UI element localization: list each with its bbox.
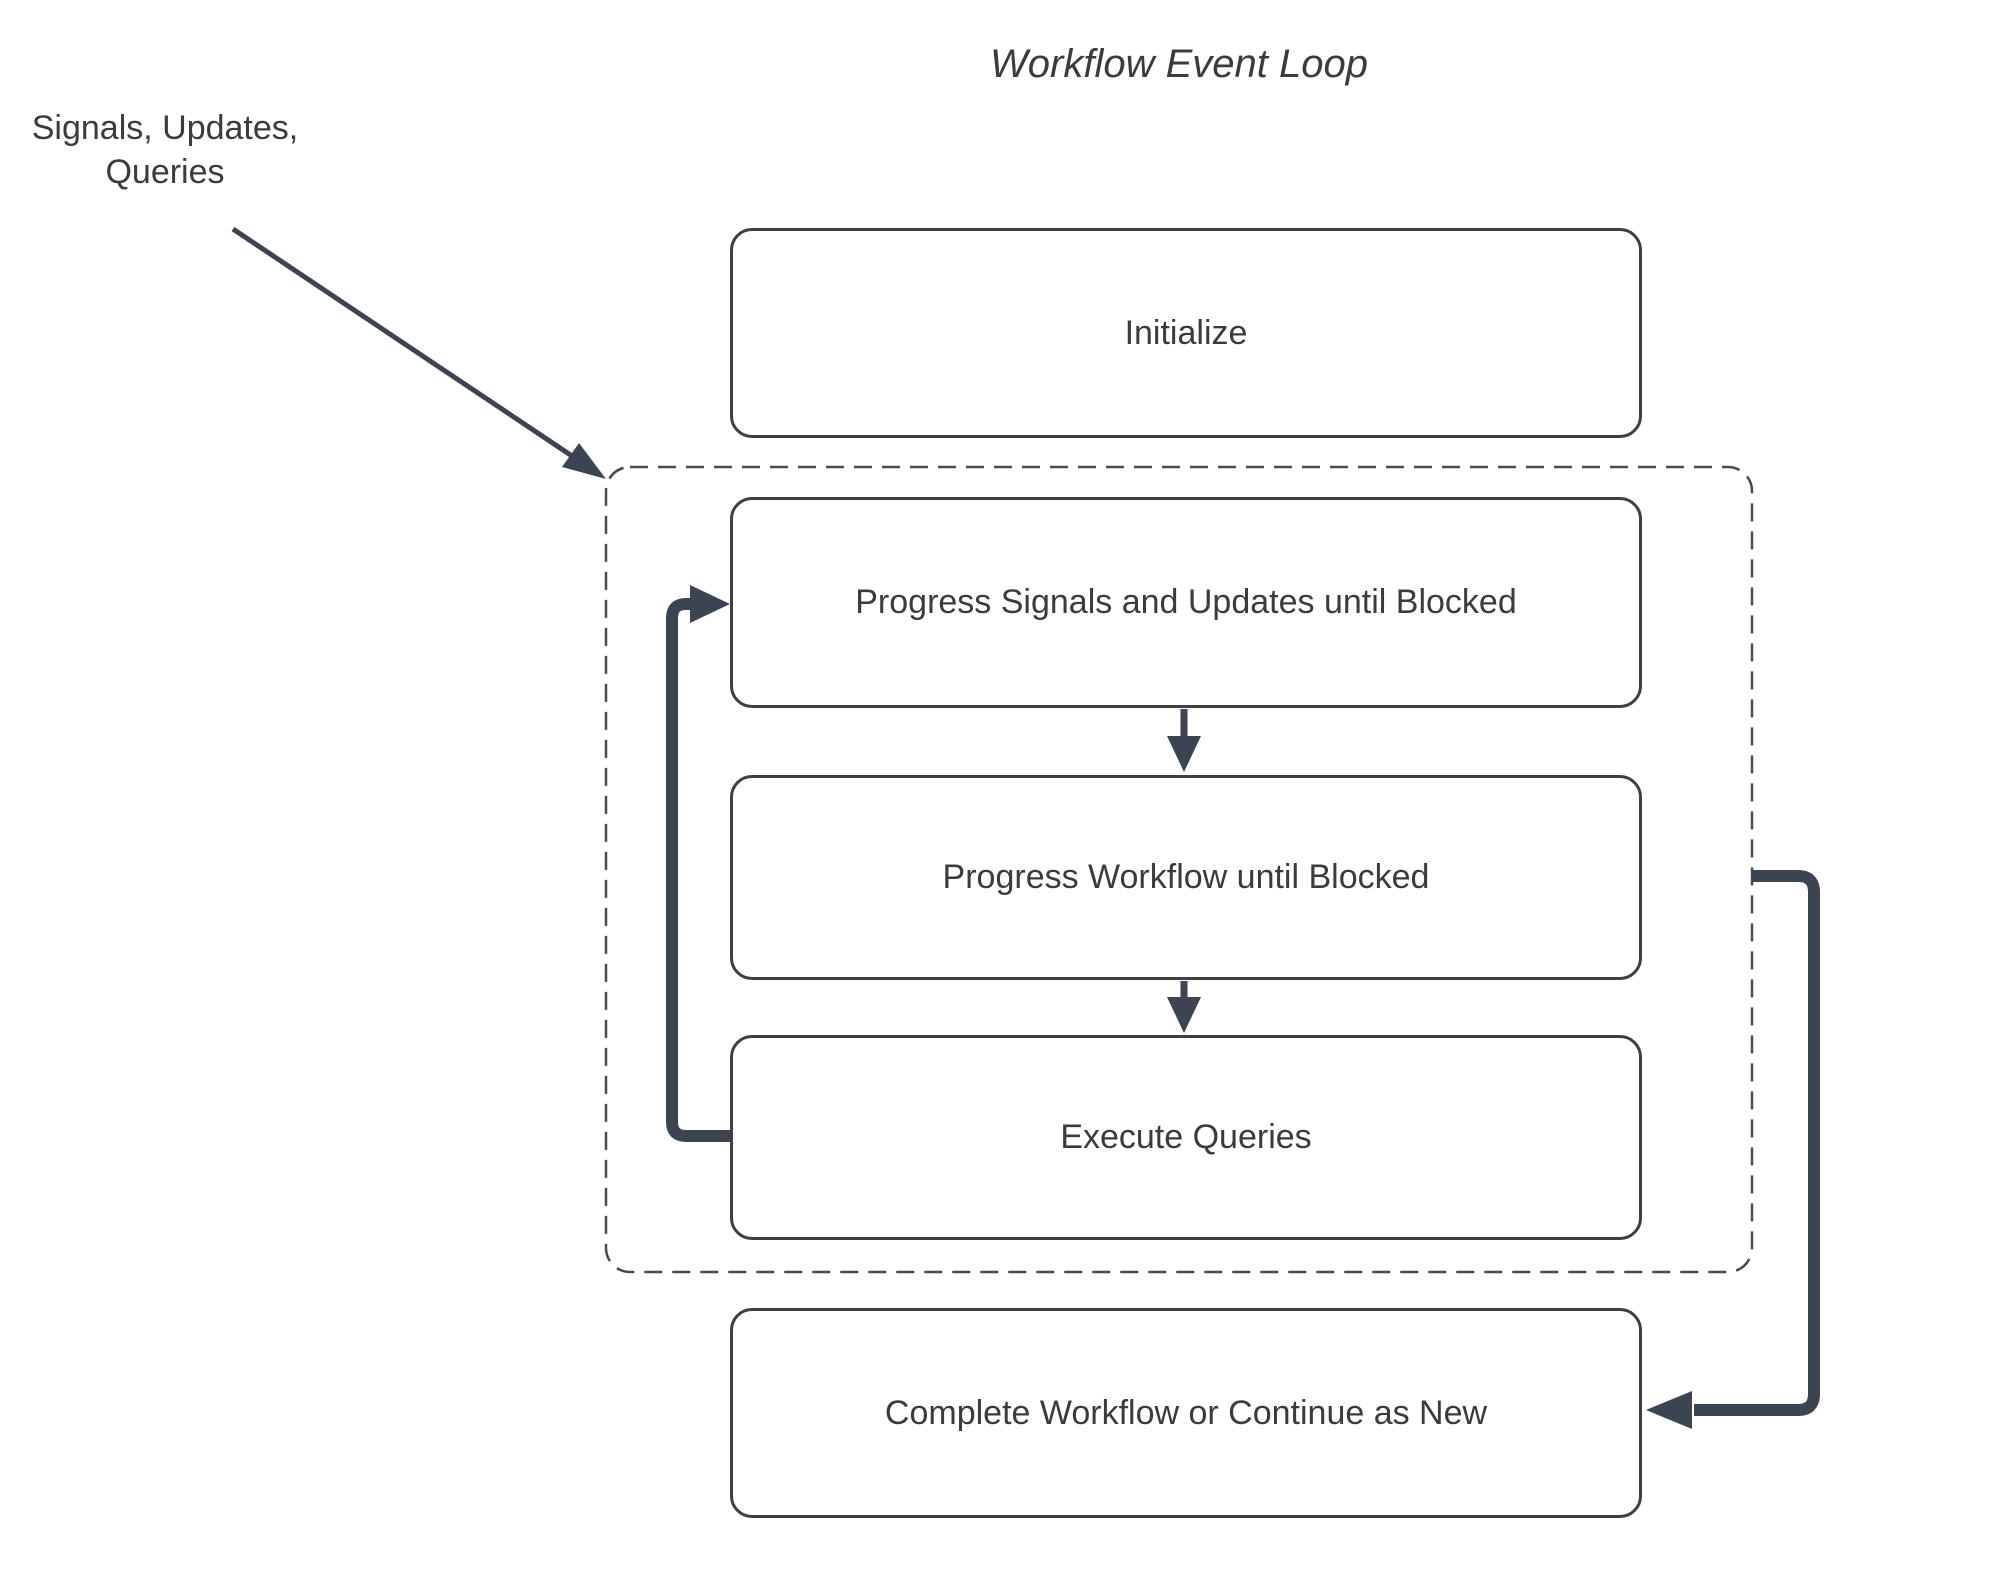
node-execute-queries: Execute Queries xyxy=(730,1035,1642,1240)
page-title: Workflow Event Loop xyxy=(990,42,1368,86)
node-initialize-label: Initialize xyxy=(1124,313,1248,352)
node-execute-queries-label: Execute Queries xyxy=(1060,1118,1312,1156)
node-progress-signals: Progress Signals and Updates until Block… xyxy=(730,497,1642,708)
node-progress-signals-label: Progress Signals and Updates until Block… xyxy=(855,583,1517,621)
node-progress-workflow: Progress Workflow until Blocked xyxy=(730,775,1642,980)
node-initialize: Initialize xyxy=(730,228,1642,438)
signals-updates-queries-label: Signals, Updates, Queries xyxy=(31,109,299,192)
arrow-loop-back xyxy=(666,585,736,1142)
arrow-exit-loop xyxy=(1646,870,1820,1429)
arrow-signals-to-workflow xyxy=(1167,709,1201,772)
node-progress-workflow-label: Progress Workflow until Blocked xyxy=(942,858,1430,896)
node-complete-workflow: Complete Workflow or Continue as New xyxy=(730,1308,1642,1518)
node-complete-workflow-label: Complete Workflow or Continue as New xyxy=(884,1393,1488,1432)
signals-input-arrow xyxy=(231,226,606,479)
arrow-workflow-to-queries xyxy=(1167,981,1201,1033)
